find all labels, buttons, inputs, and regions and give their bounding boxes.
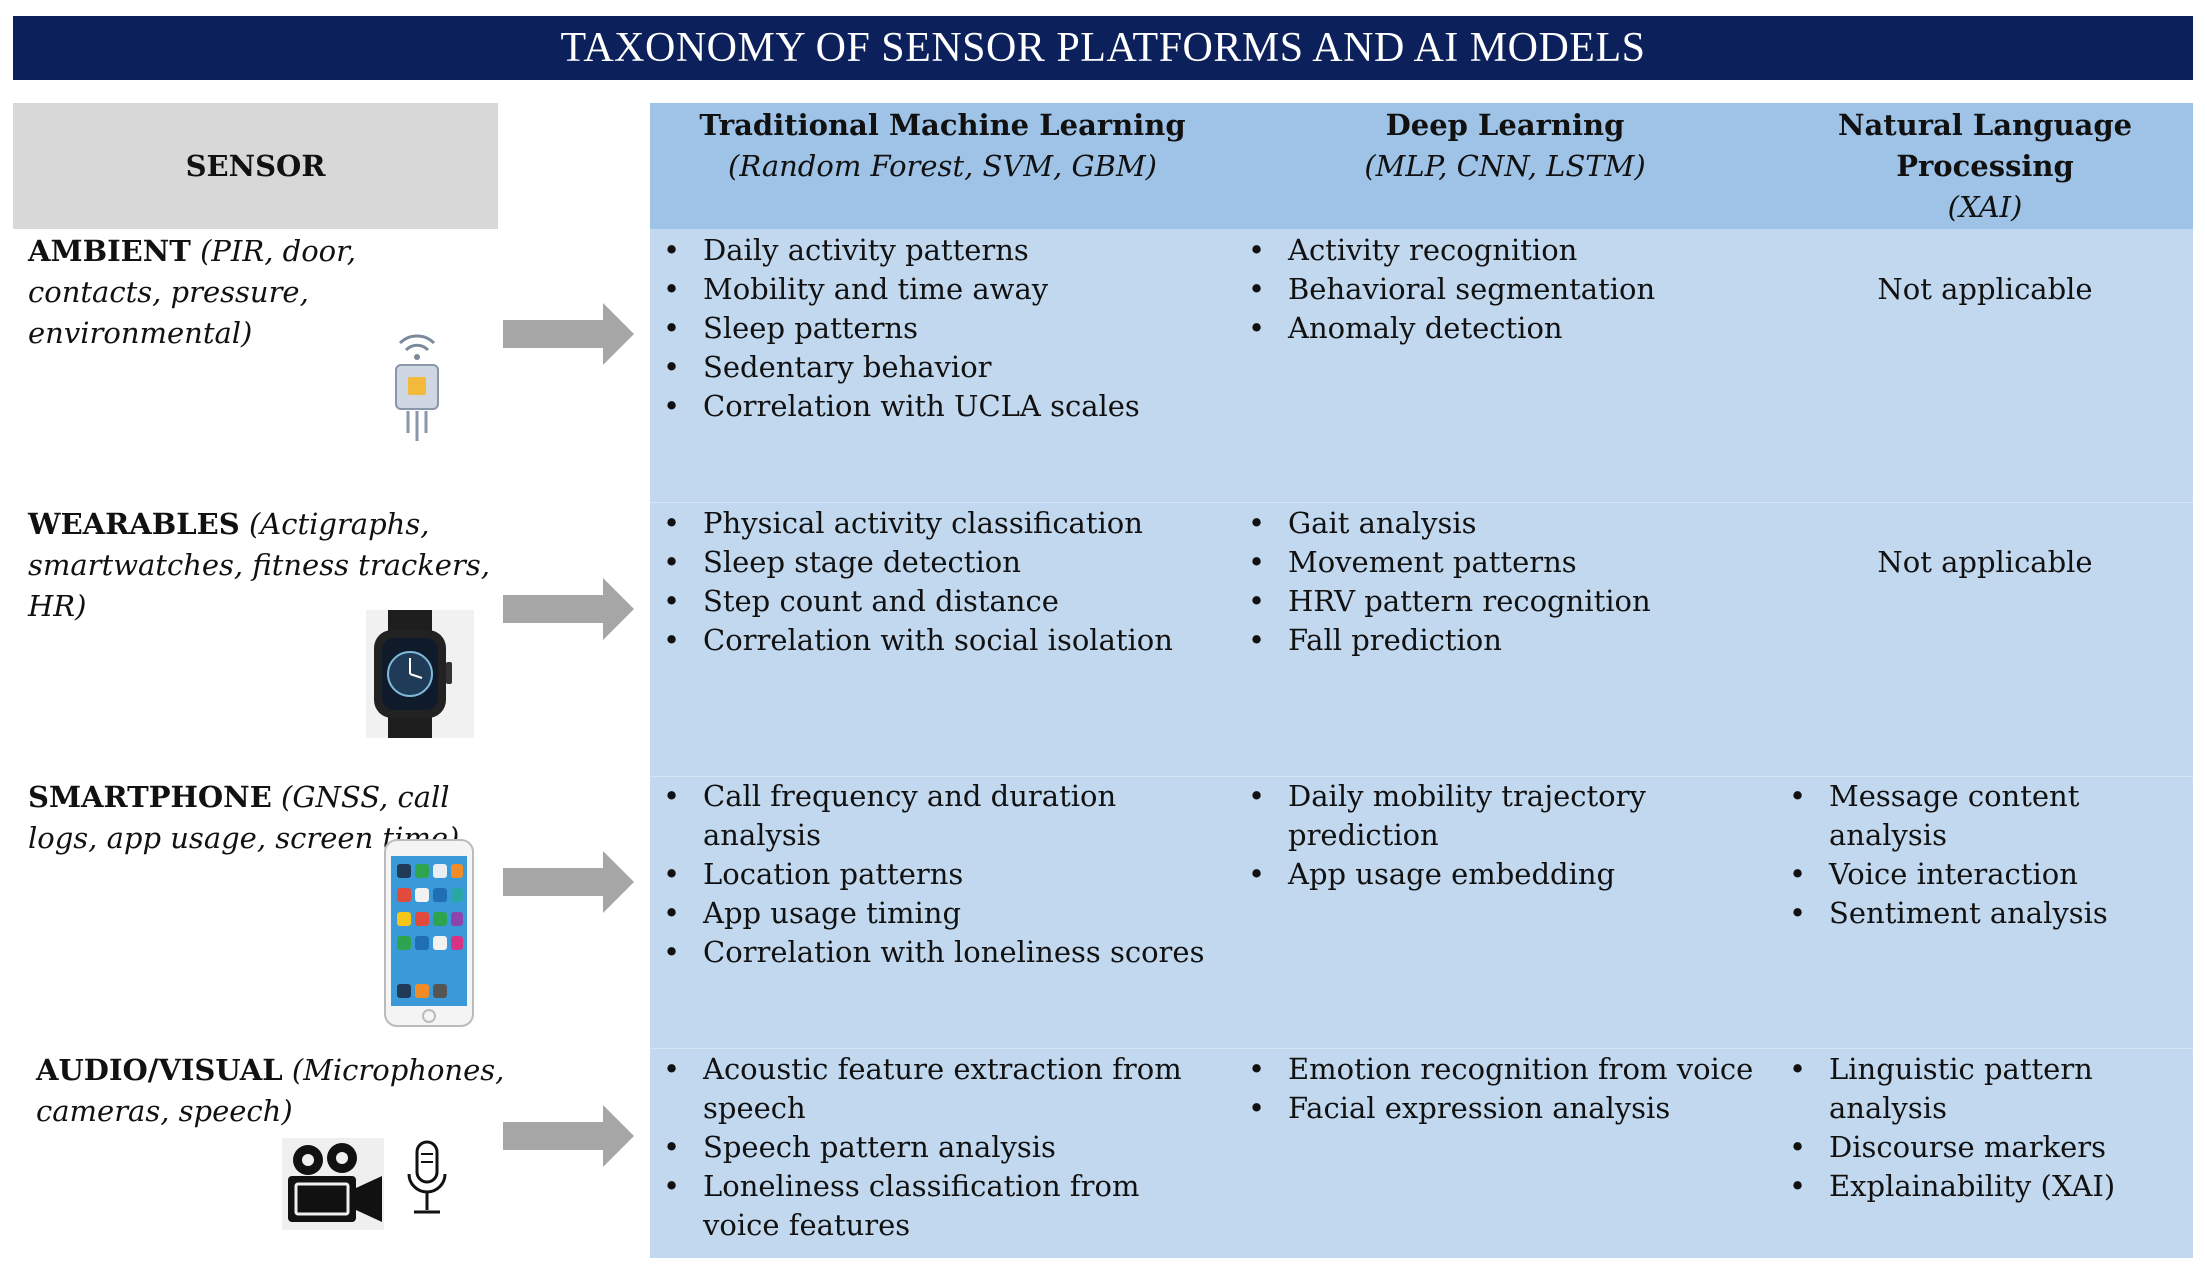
list-item: HRV pattern recognition <box>1248 582 1768 621</box>
column-subtitle: (Random Forest, SVM, GBM) <box>728 149 1157 183</box>
list-item: Location patterns <box>663 855 1223 894</box>
ambient-sensor-icon <box>384 323 450 443</box>
column-subtitle: (XAI) <box>1947 190 2023 224</box>
list-item: Correlation with loneliness scores <box>663 933 1223 972</box>
column-header-nlp: Natural Language Processing (XAI) <box>1775 103 2195 229</box>
ml-list-audio-visual: Acoustic feature extraction from speech … <box>663 1050 1223 1245</box>
arrow-icon <box>503 578 634 640</box>
nlp-list-audio-visual: Linguistic pattern analysis Discourse ma… <box>1789 1050 2189 1206</box>
list-item: Behavioral segmentation <box>1248 270 1768 309</box>
sensor-label-ambient: AMBIENT (PIR, door, contacts, pressure, … <box>28 231 498 354</box>
list-item: Message content analysis <box>1789 777 2189 855</box>
list-item: Sleep stage detection <box>663 543 1223 582</box>
list-item: Physical activity classification <box>663 504 1223 543</box>
list-item: App usage embedding <box>1248 855 1768 894</box>
list-item: Correlation with social isolation <box>663 621 1223 660</box>
list-item: Sleep patterns <box>663 309 1223 348</box>
sensor-name: SMARTPHONE <box>28 780 272 814</box>
list-item: Fall prediction <box>1248 621 1768 660</box>
smartphone-icon <box>383 838 475 1028</box>
models-header-band <box>650 103 2193 229</box>
arrow-icon <box>503 851 634 913</box>
list-item: Call frequency and duration analysis <box>663 777 1223 855</box>
sensor-label-audio-visual: AUDIO/VISUAL (Microphones, cameras, spee… <box>36 1050 506 1132</box>
list-item: Daily mobility trajectory prediction <box>1248 777 1768 855</box>
ml-list-ambient: Daily activity patterns Mobility and tim… <box>663 231 1223 426</box>
column-title: Deep Learning <box>1385 108 1625 142</box>
list-item: Gait analysis <box>1248 504 1768 543</box>
arrow-icon <box>503 303 634 365</box>
list-item: App usage timing <box>663 894 1223 933</box>
dl-list-wearables: Gait analysis Movement patterns HRV patt… <box>1248 504 1768 660</box>
dl-list-smartphone: Daily mobility trajectory prediction App… <box>1248 777 1768 894</box>
sensor-name: WEARABLES <box>28 507 240 541</box>
list-item: Mobility and time away <box>663 270 1223 309</box>
list-item: Voice interaction <box>1789 855 2189 894</box>
nlp-not-applicable: Not applicable <box>1877 545 2093 579</box>
video-camera-icon <box>282 1138 384 1230</box>
arrow-icon <box>503 1105 634 1167</box>
list-item: Acoustic feature extraction from speech <box>663 1050 1223 1128</box>
list-item: Step count and distance <box>663 582 1223 621</box>
column-header-ml: Traditional Machine Learning (Random For… <box>650 103 1235 229</box>
ml-list-smartphone: Call frequency and duration analysis Loc… <box>663 777 1223 972</box>
list-item: Emotion recognition from voice <box>1248 1050 1768 1089</box>
microphone-icon <box>404 1140 450 1220</box>
list-item: Correlation with UCLA scales <box>663 387 1223 426</box>
dl-list-ambient: Activity recognition Behavioral segmenta… <box>1248 231 1768 348</box>
smartwatch-icon <box>366 610 474 738</box>
sensor-description: (Actigraphs, smartwatches, fitness track… <box>28 507 490 623</box>
sensor-label-wearables: WEARABLES (Actigraphs, smartwatches, fit… <box>28 504 498 627</box>
column-title: Traditional Machine Learning <box>699 108 1186 142</box>
list-item: Sedentary behavior <box>663 348 1223 387</box>
sensor-name: AMBIENT <box>28 234 191 268</box>
nlp-list-smartphone: Message content analysis Voice interacti… <box>1789 777 2189 933</box>
column-subtitle: (MLP, CNN, LSTM) <box>1364 149 1646 183</box>
list-item: Explainability (XAI) <box>1789 1167 2189 1206</box>
sensor-description: (PIR, door, contacts, pressure, environm… <box>28 234 357 350</box>
list-item: Movement patterns <box>1248 543 1768 582</box>
diagram-title: TAXONOMY OF SENSOR PLATFORMS AND AI MODE… <box>13 16 2193 80</box>
dl-list-audio-visual: Emotion recognition from voice Facial ex… <box>1248 1050 1768 1128</box>
list-item: Sentiment analysis <box>1789 894 2189 933</box>
list-item: Discourse markers <box>1789 1128 2189 1167</box>
sensor-name: AUDIO/VISUAL <box>36 1053 283 1087</box>
list-item: Linguistic pattern analysis <box>1789 1050 2189 1128</box>
list-item: Anomaly detection <box>1248 309 1768 348</box>
list-item: Facial expression analysis <box>1248 1089 1768 1128</box>
list-item: Speech pattern analysis <box>663 1128 1223 1167</box>
column-title: Natural Language Processing <box>1837 108 2133 183</box>
sensor-column-header: SENSOR <box>13 103 498 229</box>
ml-list-wearables: Physical activity classification Sleep s… <box>663 504 1223 660</box>
nlp-not-applicable: Not applicable <box>1877 272 2093 306</box>
row-divider <box>650 502 2193 503</box>
row-divider <box>650 1048 2193 1049</box>
list-item: Activity recognition <box>1248 231 1768 270</box>
list-item: Daily activity patterns <box>663 231 1223 270</box>
column-header-dl: Deep Learning (MLP, CNN, LSTM) <box>1235 103 1775 229</box>
list-item: Loneliness classification from voice fea… <box>663 1167 1223 1245</box>
sensor-description: (Microphones, cameras, speech) <box>36 1053 505 1128</box>
